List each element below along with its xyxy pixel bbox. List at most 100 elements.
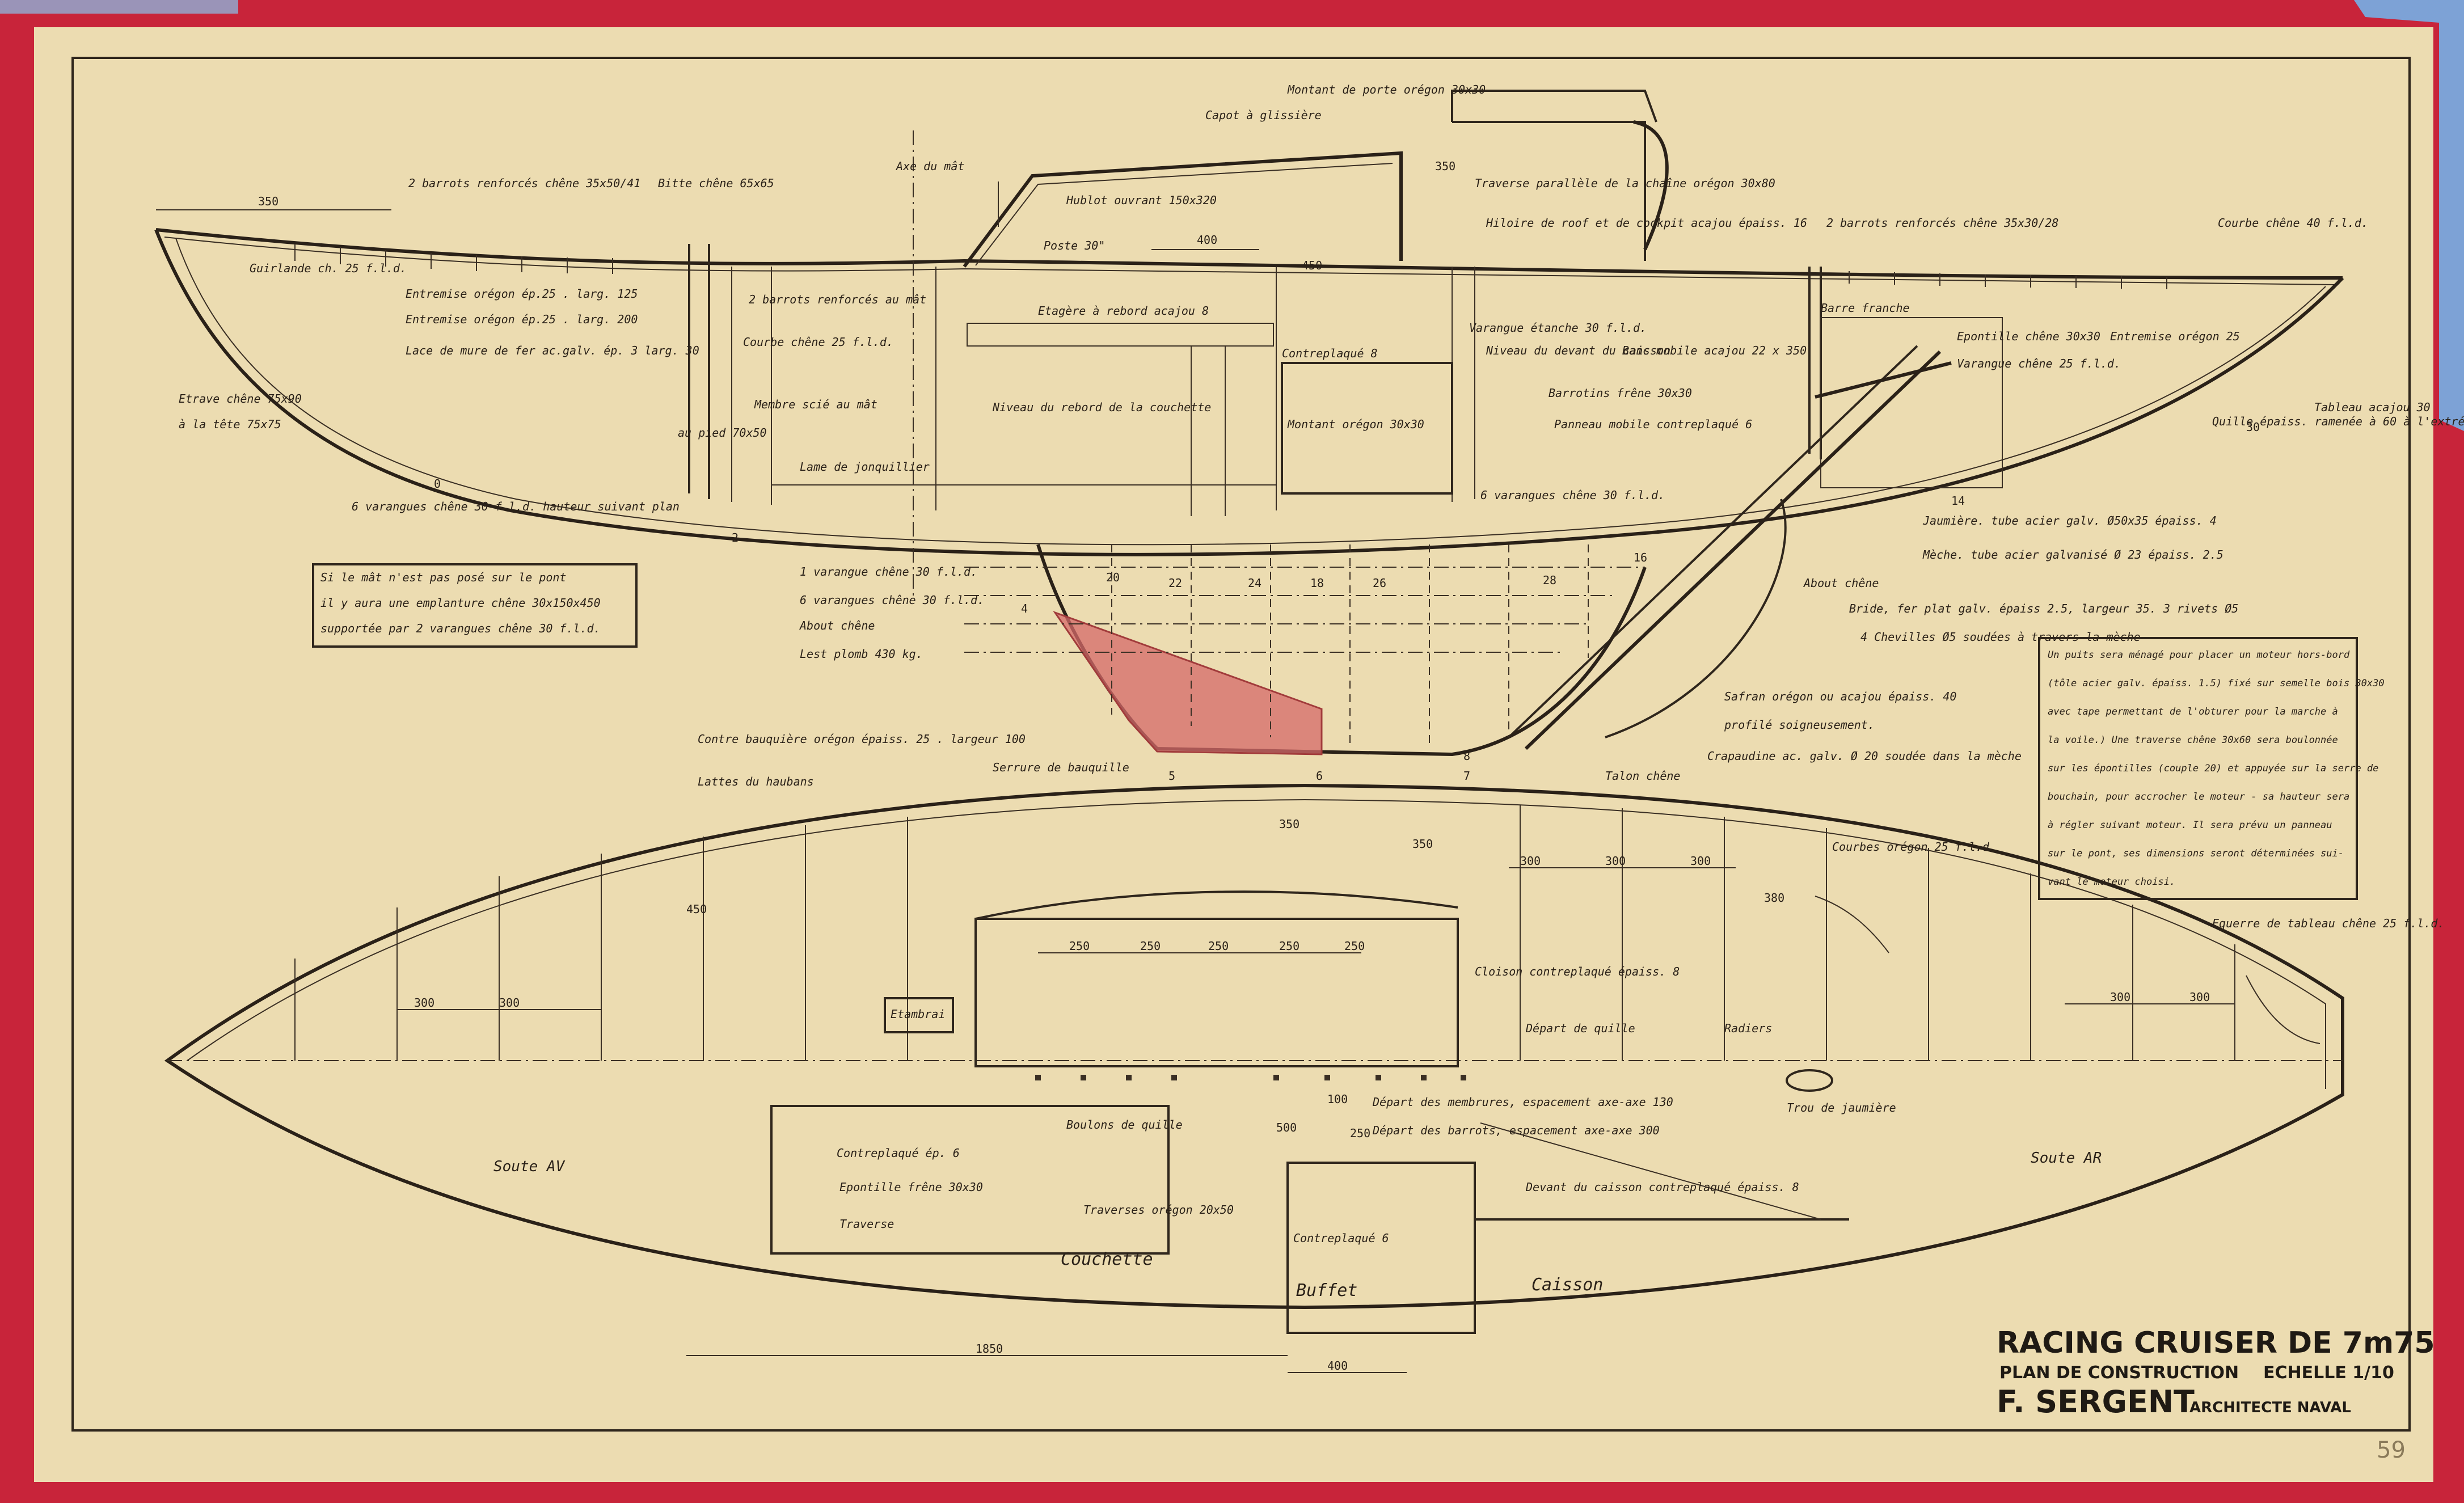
label-etambrai: Etambrai (891, 1007, 945, 1021)
svg-text:16: 16 (1634, 551, 1647, 564)
label-traverse: Traverse parallèle de la chaîne orégon 3… (1475, 176, 1775, 190)
keel-bolts (1111, 544, 1589, 749)
plan-keel-bolts (1035, 1075, 1466, 1080)
label-varangues6: 6 varangues chêne 30 f.l.d. (1480, 488, 1665, 502)
svg-text:0: 0 (434, 477, 441, 491)
svg-text:300: 300 (1520, 854, 1541, 868)
label-varangue-etanche: Varangue étanche 30 f.l.d. (1469, 321, 1647, 335)
svg-text:30: 30 (2246, 420, 2260, 434)
label-hublot: Hublot ouvrant 150x320 (1066, 193, 1217, 207)
svg-text:sur les épontilles (couple 20): sur les épontilles (couple 20) et appuyé… (2048, 763, 2378, 774)
svg-text:400: 400 (1197, 233, 1217, 247)
svg-text:vant le moteur choisi.: vant le moteur choisi. (2048, 876, 2175, 888)
label-montant-cuisine: Montant orégon 30x30 (1287, 417, 1424, 431)
svg-text:20: 20 (1106, 571, 1120, 584)
label-montant-porte: Montant de porte orégon 30x30 (1287, 83, 1486, 96)
label-jaumiere: Jaumière. tube acier galv. Ø50x35 épaiss… (1922, 514, 2217, 527)
drawing-subtitle: PLAN DE CONSTRUCTION (1999, 1363, 2239, 1383)
profile-view (154, 90, 2344, 757)
svg-text:380: 380 (1764, 891, 1784, 905)
svg-text:400: 400 (1327, 1359, 1348, 1373)
svg-text:Si le mât n'est pas posé sur l: Si le mât n'est pas posé sur le pont (320, 571, 566, 584)
waterlines (964, 567, 1645, 653)
label-pied: au pied 70x50 (678, 426, 767, 440)
label-bitte: Bitte chêne 65x65 (658, 176, 774, 190)
svg-text:sur le pont, ses dimensions se: sur le pont, ses dimensions seront déter… (2048, 848, 2344, 859)
svg-text:450: 450 (1302, 259, 1322, 272)
label-barrots-avant: 2 barrots renforcés chêne 35x50/41 (408, 176, 640, 190)
label-devant-caisson: Devant du caisson contreplaqué épaiss. 8 (1525, 1180, 1799, 1194)
label-axe-mat: Axe du mât (895, 159, 964, 173)
svg-text:6: 6 (1316, 769, 1323, 783)
label-traverse-plan: Traverse (839, 1217, 894, 1231)
label-etrave: Etrave chêne 75x90 (179, 392, 302, 406)
title-block: RACING CRUISER DE 7m75 PLAN DE CONSTRUCT… (1997, 1326, 2435, 1420)
label-quille: Quille épaiss. ramenée à 60 à l'extrémit… (2212, 415, 2464, 428)
label-entremise1: Entremise orégon ép.25 . larg. 125 (406, 287, 638, 301)
label-lame: Lame de jonquillier (800, 460, 930, 474)
label-niveau-caisson: Niveau du devant du caisson (1486, 344, 1670, 357)
label-lest: Lest plomb 430 kg. (800, 647, 923, 661)
svg-text:4: 4 (1021, 602, 1028, 615)
plan-frames (294, 805, 2235, 1061)
svg-text:250: 250 (1140, 939, 1161, 953)
plan-view (164, 783, 2344, 1334)
label-barre-franche: Barre franche (1821, 301, 1910, 315)
svg-text:500: 500 (1276, 1121, 1297, 1134)
drawing-frame (71, 57, 2411, 1432)
blue-tape-corner (2354, 0, 2464, 431)
label-courbe-ar: Courbe chêne 40 f.l.d. (2218, 216, 2368, 230)
svg-text:100: 100 (1327, 1092, 1348, 1106)
svg-text:250: 250 (1279, 939, 1299, 953)
svg-text:18: 18 (1310, 576, 1324, 590)
svg-text:il y aura une emplanture chêne: il y aura une emplanture chêne 30x150x45… (320, 596, 601, 610)
label-profile-saf: profilé soigneusement. (1724, 718, 1875, 732)
label-about-chene1: About chêne (799, 619, 875, 632)
deck-beams (294, 244, 2167, 289)
label-barrots-arriere: 2 barrots renforcés chêne 35x30/28 (1826, 216, 2058, 230)
label-hiloire: Hiloire de roof et de cockpit acajou épa… (1486, 216, 1807, 230)
label-barrotins: Barrotins frêne 30x30 (1549, 386, 1692, 400)
svg-text:250: 250 (1344, 939, 1365, 953)
svg-text:250: 250 (1350, 1126, 1370, 1140)
label-depart-membrures: Départ des membrures, espacement axe-axe… (1372, 1095, 1673, 1109)
label-epontille: Epontille chêne 30x30 (1957, 330, 2100, 343)
label-courbes-oregon: Courbes orégon 25 f.l.d. (1832, 840, 1996, 854)
label-contreplaque8: Contreplaqué 8 (1282, 347, 1378, 360)
companionway-hatch (1452, 121, 1646, 261)
label-varangue-ch: Varangue chêne 25 f.l.d. (1957, 357, 2121, 370)
label-cloison: Cloison contreplaqué épaiss. 8 (1475, 965, 1680, 978)
label-contreplaque-buffet: Contreplaqué 6 (1293, 1231, 1389, 1245)
svg-text:300: 300 (499, 996, 520, 1010)
label-poste: Poste 30" (1044, 239, 1105, 252)
label-varangues-av: 6 varangues chêne 30 f.l.d. hauteur suiv… (352, 500, 680, 513)
profile-labels: Montant de porte orégon 30x30 Capot à gl… (179, 83, 2464, 783)
architect-role: ARCHITECTE NAVAL (2189, 1399, 2351, 1416)
svg-text:250: 250 (1069, 939, 1090, 953)
drawing-scale: ECHELLE 1/10 (2263, 1363, 2394, 1383)
svg-text:Un puits sera ménagé pour plac: Un puits sera ménagé pour placer un mote… (2048, 649, 2350, 661)
label-courbe-av: Courbe chêne 25 f.l.d. (743, 335, 893, 349)
plan-cabin-front (975, 890, 1458, 920)
architect-name: F. SERGENT (1997, 1384, 2195, 1420)
svg-text:450: 450 (686, 902, 707, 916)
svg-text:24: 24 (1248, 576, 1261, 590)
svg-text:5: 5 (1168, 769, 1175, 783)
svg-text:350: 350 (1412, 837, 1433, 851)
profile-stations: 0 2 4 5 6 7 8 20 22 24 18 26 28 16 14 30 (434, 420, 2260, 783)
label-couchette: Couchette (1061, 1249, 1153, 1269)
label-buffet: Buffet (1296, 1281, 1357, 1301)
plan-buffet (1286, 1162, 1476, 1334)
label-meche-visible: Mèche. tube acier galvanisé Ø 23 épaiss.… (1922, 548, 2223, 561)
rudder-stock (1524, 350, 1942, 750)
label-membre: Membre scié au mât (754, 398, 877, 411)
label-talon: Talon chêne (1605, 769, 1680, 783)
label-entremise2: Entremise orégon ép.25 . larg. 200 (406, 313, 638, 326)
svg-text:350: 350 (1435, 159, 1455, 173)
blue-tape-left (0, 0, 238, 14)
label-panneau: Panneau mobile contreplaqué 6 (1554, 417, 1752, 431)
mast-note: Si le mât n'est pas posé sur le pont il … (312, 563, 638, 648)
label-epontille-plan: Epontille frêne 30x30 (839, 1180, 983, 1194)
svg-text:avec tape permettant de l'obtu: avec tape permettant de l'obturer pour l… (2048, 706, 2338, 717)
label-radiers: Radiers (1724, 1021, 1772, 1035)
